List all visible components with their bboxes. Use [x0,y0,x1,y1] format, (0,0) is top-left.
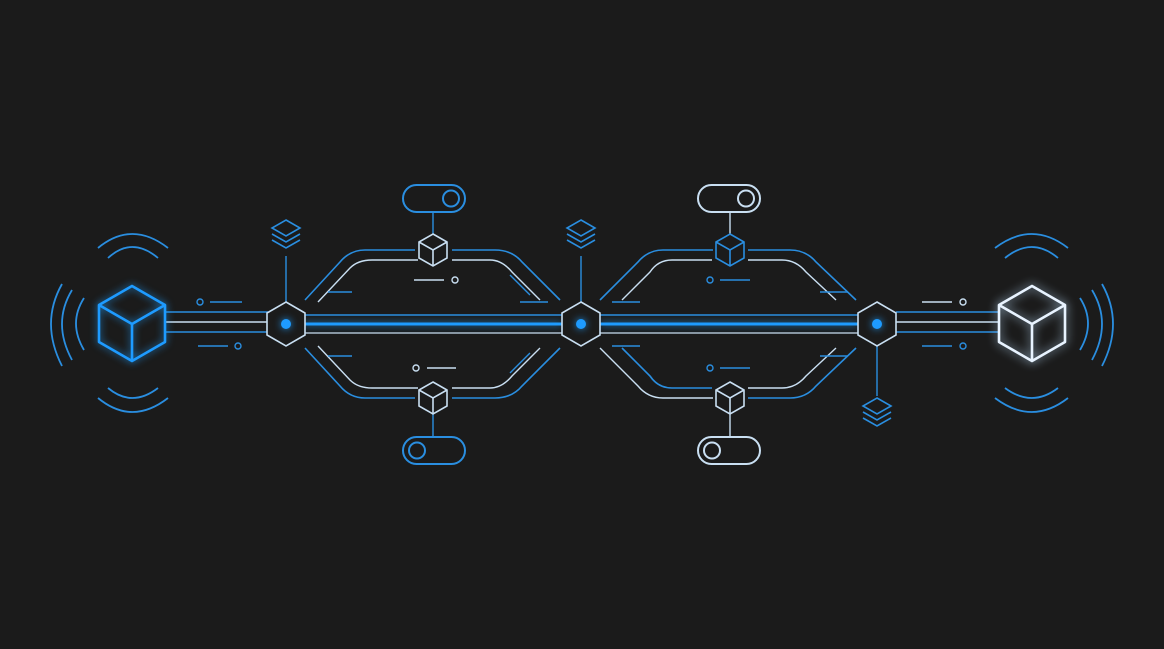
hub-1 [266,219,306,347]
branch-2-bottom [599,345,857,465]
hub-2 [561,219,601,347]
destination-node [922,233,1114,413]
toggle-icon [697,184,761,213]
layers-icon [271,219,301,249]
cube-icon [715,233,745,267]
branch-1-bottom [304,345,561,465]
cube-icon [715,381,745,415]
branch-1-top [304,184,561,303]
main-bus [165,311,998,334]
cube-icon [997,284,1067,363]
toggle-icon [402,436,466,465]
cube-icon [97,284,167,363]
toggle-icon [697,436,761,465]
hub-3 [857,301,897,427]
source-node [50,233,242,413]
toggle-icon [402,184,466,213]
signal-waves-icon [994,233,1114,413]
cube-icon [418,233,448,267]
branch-2-top [599,184,857,303]
signal-waves-icon [50,233,169,413]
layers-icon [566,219,596,249]
cube-icon [418,381,448,415]
layers-icon [862,397,892,427]
